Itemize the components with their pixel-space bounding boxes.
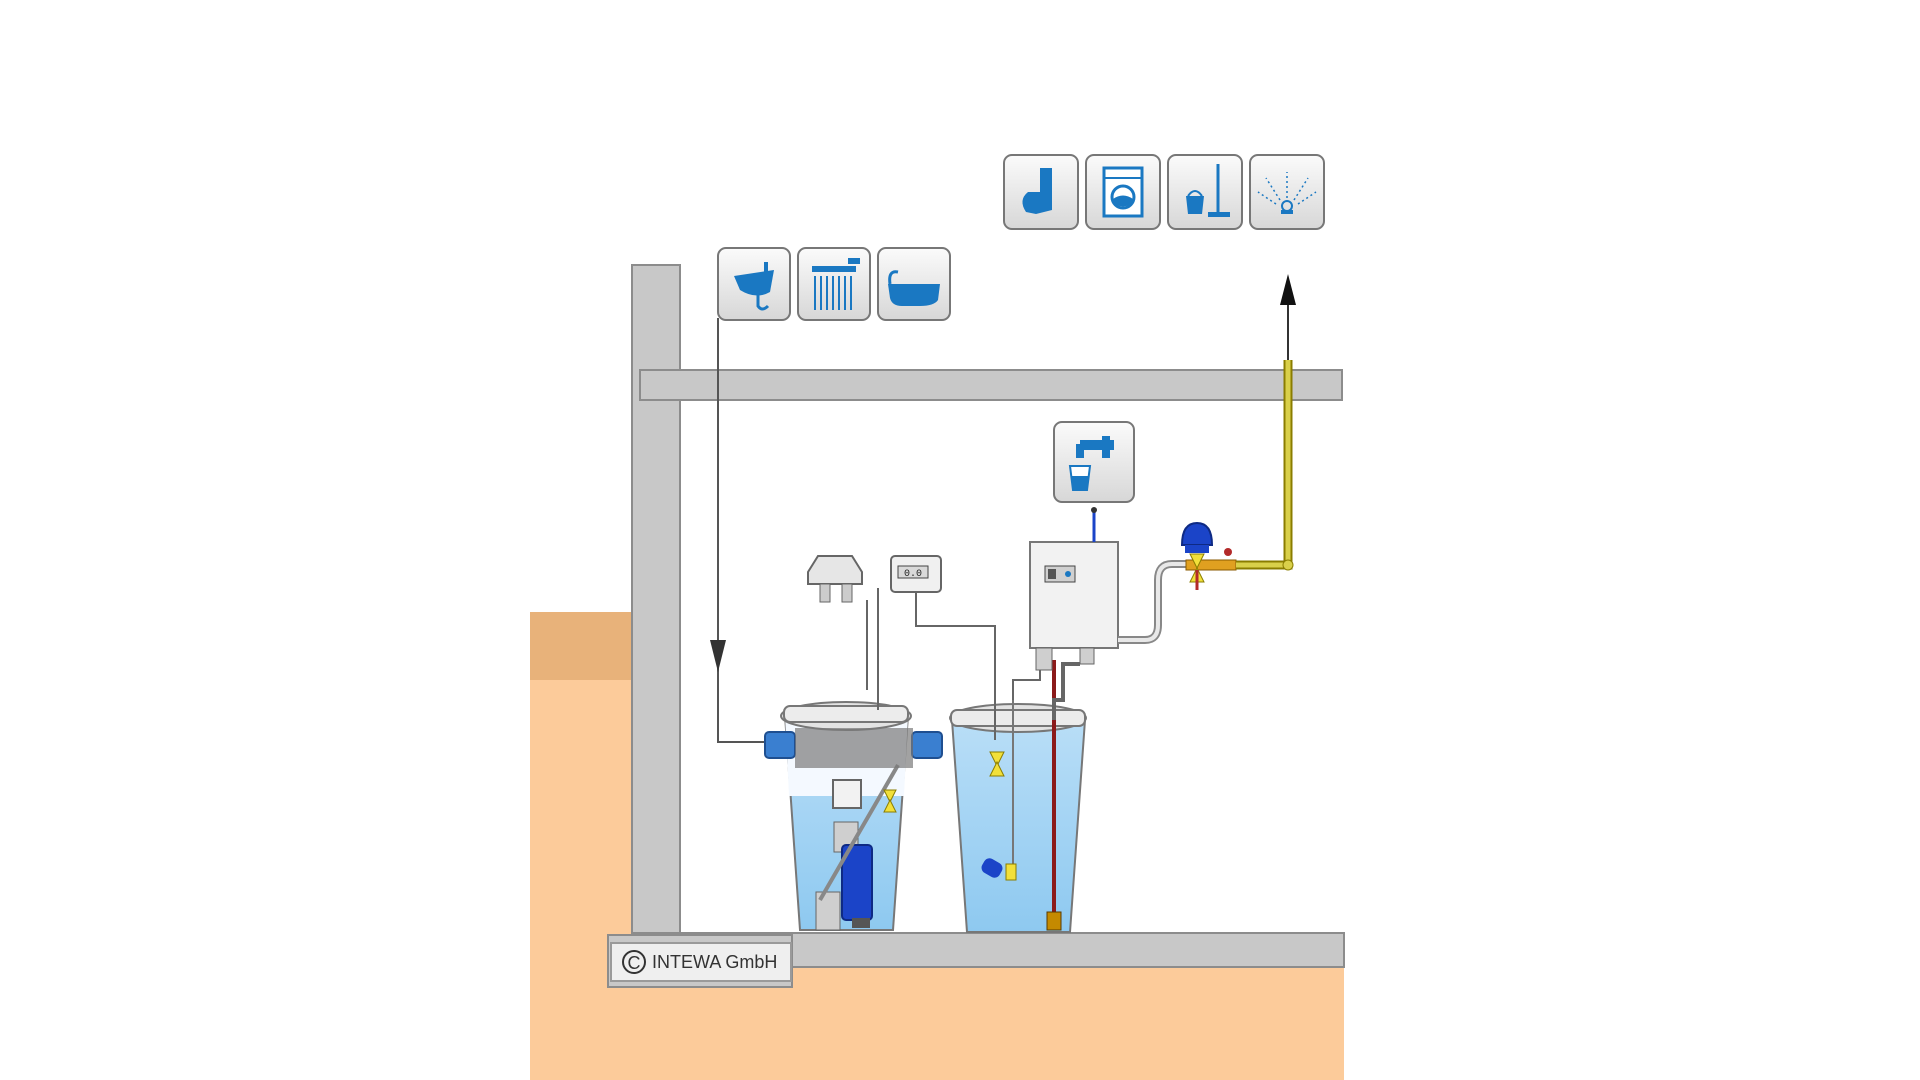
cleaning-bucket-mop-icon	[1167, 154, 1243, 230]
toilet-icon	[1003, 154, 1079, 230]
vent-unit	[807, 555, 863, 603]
outlet-hose	[1118, 560, 1186, 644]
storage-tank	[949, 660, 1087, 933]
copyright-text: INTEWA GmbH	[652, 951, 778, 972]
greywater-source-icons	[717, 247, 951, 321]
control-unit: 0.0	[890, 555, 942, 593]
tap-glass-icon	[1053, 421, 1135, 503]
treatment-tank	[764, 701, 943, 931]
washing-machine-icon	[1085, 154, 1161, 230]
washbasin-icon	[717, 247, 791, 321]
floor-slab	[639, 369, 1343, 401]
control-wiring	[866, 588, 996, 740]
copyright-label: C INTEWA GmbH	[610, 942, 792, 982]
inflow-line	[710, 318, 768, 743]
service-water-use-icons	[1003, 154, 1325, 230]
pump-unit	[1012, 507, 1119, 720]
garden-sprinkler-icon	[1249, 154, 1325, 230]
control-display-text: 0.0	[904, 569, 922, 580]
valve-assembly	[1180, 521, 1237, 590]
bathtub-icon	[877, 247, 951, 321]
service-water-riser	[1236, 274, 1296, 571]
shower-icon	[797, 247, 871, 321]
copyright-symbol: C	[622, 950, 646, 974]
